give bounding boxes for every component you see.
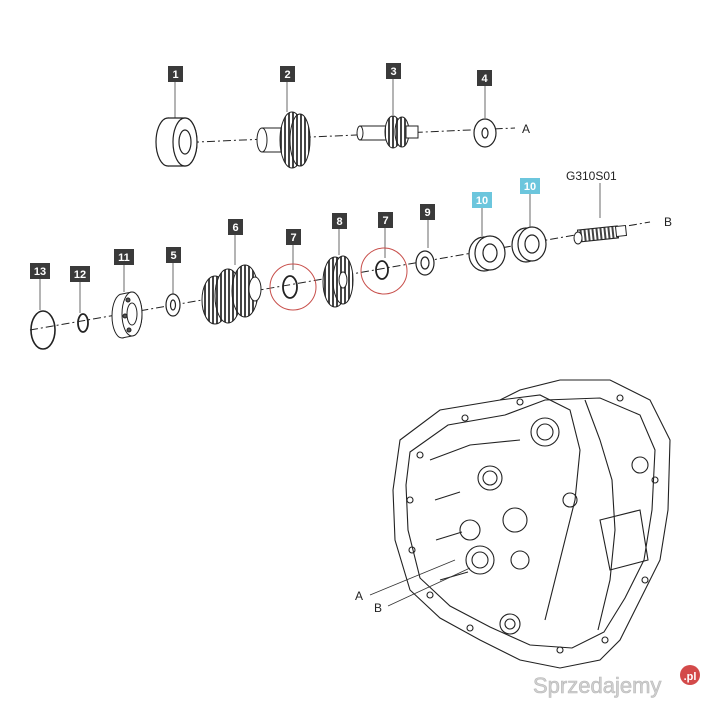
- callout-12: 12: [70, 266, 90, 282]
- svg-text:4: 4: [481, 73, 488, 85]
- callout-3: 3: [386, 63, 401, 79]
- svg-text:Sprzedajemy: Sprzedajemy: [533, 673, 661, 698]
- svg-text:12: 12: [74, 269, 86, 281]
- part-8-gear: [322, 255, 354, 308]
- svg-text:3: 3: [390, 66, 396, 78]
- callout-10-right: 10: [520, 178, 540, 194]
- callout-5: 5: [166, 247, 181, 263]
- svg-text:2: 2: [284, 69, 290, 81]
- svg-text:8: 8: [336, 216, 342, 228]
- part-7-circlip-right: [360, 247, 408, 295]
- svg-text:9: 9: [424, 207, 430, 219]
- callout-7-left: 7: [286, 229, 301, 245]
- housing-label-b: B: [374, 601, 382, 615]
- callout-1: 1: [168, 66, 183, 82]
- gearbox-housing: [392, 379, 671, 669]
- axis-line-a: [174, 127, 516, 144]
- callout-11: 11: [114, 249, 134, 265]
- part-5-washer: [165, 293, 181, 317]
- housing-leader-lines: [369, 559, 471, 607]
- callout-6: 6: [228, 219, 243, 235]
- svg-text:7: 7: [382, 215, 388, 227]
- part-13-circlip: [30, 310, 56, 350]
- part-11-roller-bearing: [111, 291, 143, 339]
- callout-9: 9: [420, 204, 435, 220]
- watermark-logo: Sprzedajemy .pl: [533, 665, 700, 698]
- svg-text:.pl: .pl: [684, 671, 697, 683]
- leader-lines: [39, 79, 601, 313]
- part-1-bearing: [155, 117, 198, 167]
- svg-text:11: 11: [118, 252, 130, 264]
- svg-text:6: 6: [232, 222, 238, 234]
- callout-4: 4: [477, 70, 492, 86]
- svg-text:7: 7: [290, 232, 296, 244]
- part-10-bearing-left: [468, 235, 506, 272]
- part-2-gear: [256, 111, 311, 169]
- svg-text:10: 10: [524, 181, 536, 193]
- part-3-shaft: [356, 115, 419, 149]
- callout-10-left: 10: [472, 192, 492, 208]
- callout-7-right: 7: [378, 212, 393, 228]
- part-4-washer: [473, 118, 497, 148]
- part-g310s01-threaded-pin: [573, 224, 628, 245]
- housing-label-a: A: [355, 589, 363, 603]
- svg-text:13: 13: [34, 266, 46, 278]
- part-12-clip: [77, 313, 89, 333]
- callout-13: 13: [30, 263, 50, 279]
- part-7-circlip-left: [269, 263, 317, 311]
- part-6-cluster-gear: [201, 264, 262, 325]
- axis-label-b: B: [664, 215, 672, 229]
- svg-text:5: 5: [170, 250, 176, 262]
- svg-text:1: 1: [172, 69, 178, 81]
- callout-8: 8: [332, 213, 347, 229]
- part-code-label: G310S01: [566, 169, 617, 183]
- axis-line-b: [29, 221, 651, 331]
- callout-2: 2: [280, 66, 295, 82]
- svg-text:10: 10: [476, 195, 488, 207]
- part-10-bearing-right: [511, 226, 547, 263]
- part-9-washer: [415, 250, 435, 276]
- axis-label-a: A: [522, 122, 530, 136]
